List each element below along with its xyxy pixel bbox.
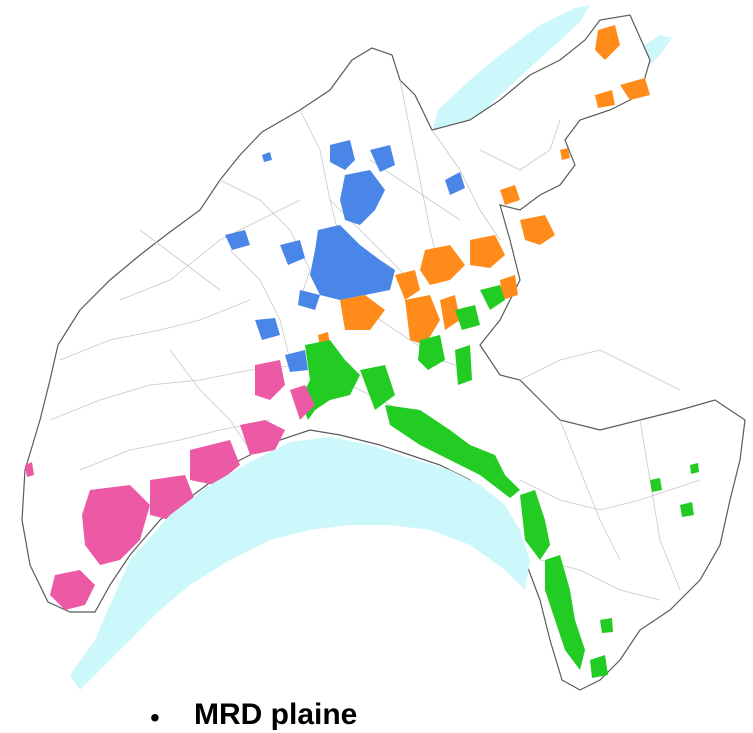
- lake-neuchatel: [432, 5, 590, 140]
- canton-outline: [21, 14, 746, 691]
- region-pink: [25, 360, 315, 610]
- lake-geneva: [70, 437, 530, 690]
- caption-bullet: •: [150, 702, 160, 733]
- region-orange: [318, 25, 650, 347]
- region-green: [300, 285, 699, 678]
- region-blue: [225, 140, 465, 372]
- map-caption: MRD plaine: [194, 698, 358, 731]
